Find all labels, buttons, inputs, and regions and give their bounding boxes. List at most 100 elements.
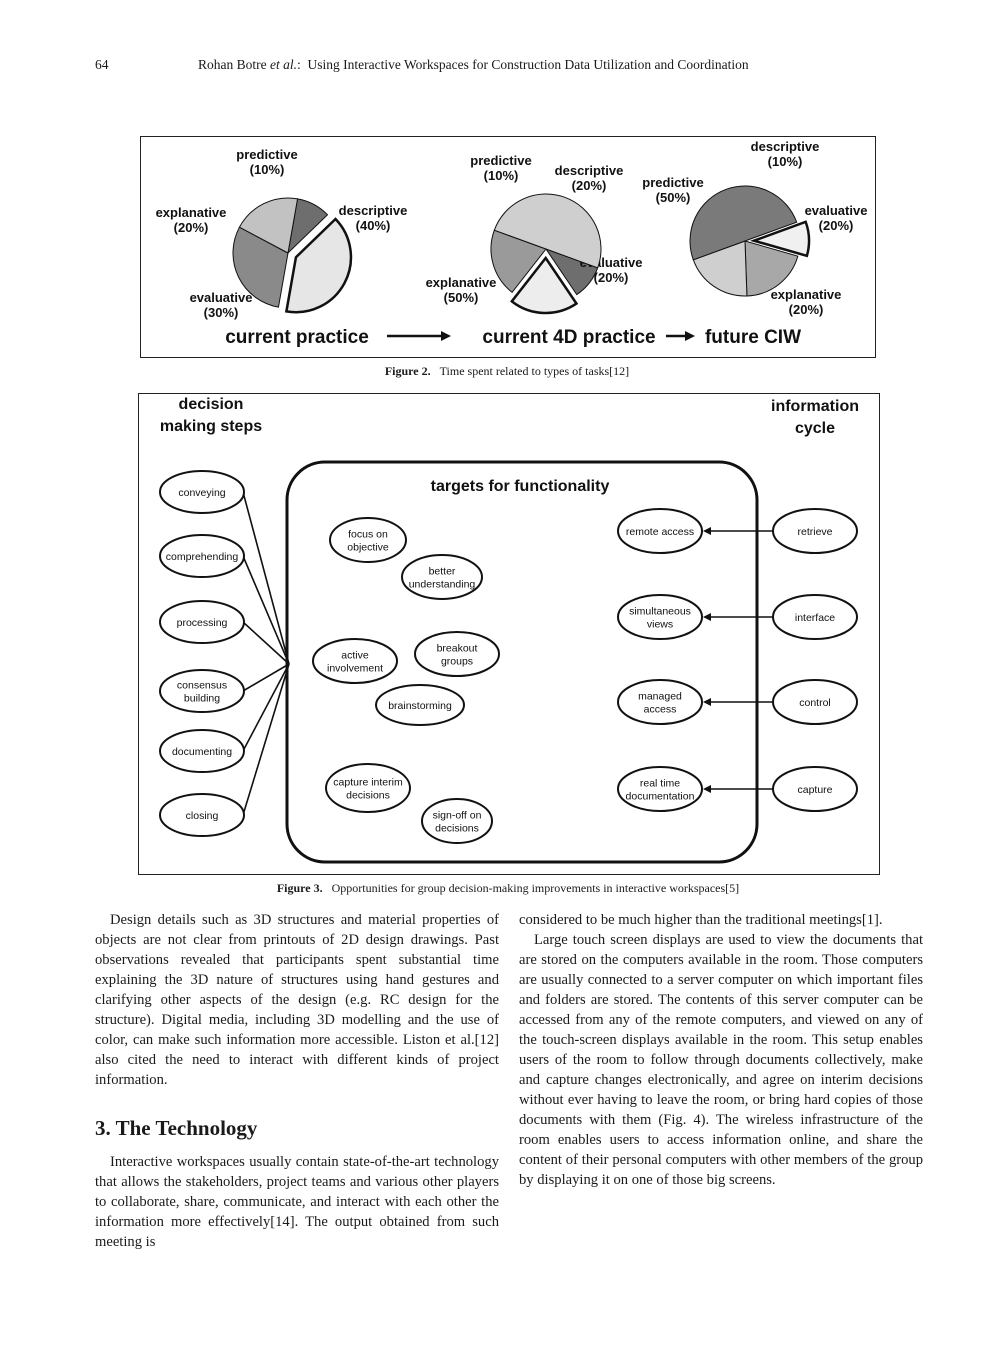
stage-label: current practice: [225, 327, 369, 348]
target-label: groups: [441, 656, 473, 668]
pie-slice-category-label: evaluative: [805, 203, 868, 218]
pie-slice-value-label: (20%): [594, 270, 629, 285]
decision-step-label: consensus: [177, 680, 227, 692]
target-node: brainstorming: [375, 684, 465, 726]
pie-slice-value-label: (50%): [656, 190, 691, 205]
authors-etal: et al.: [270, 57, 297, 72]
arrow-head: [441, 331, 451, 341]
decision-step-node: processing: [159, 600, 290, 665]
section-heading: 3. The Technology: [95, 1116, 258, 1140]
info-cycle-oval: [772, 766, 858, 812]
target-oval: [312, 638, 398, 684]
pie-slice-value-label: (10%): [250, 162, 285, 177]
decision-step-oval: [159, 534, 245, 578]
info-target-label: remote access: [626, 526, 694, 538]
pie-slice-category-label: descriptive: [339, 203, 408, 218]
info-target-label: real time: [640, 778, 680, 790]
arrow-head: [703, 785, 711, 793]
connector-line: [242, 663, 290, 692]
diagram-left-heading: decision: [179, 396, 244, 413]
pie-slice-category-label: explanative: [771, 287, 842, 302]
paragraph: Large touch screen displays are used to …: [519, 932, 923, 1188]
info-target-label: access: [644, 704, 677, 716]
pie-slice-category-label: predictive: [236, 147, 297, 162]
decision-step-node: conveying: [159, 470, 290, 665]
figure-3-caption: Figure 3. Opportunities for group decisi…: [138, 881, 878, 896]
target-oval: [414, 631, 500, 677]
paragraph: Interactive workspaces usually contain s…: [95, 1154, 499, 1250]
decision-step-oval: [159, 729, 245, 773]
paragraph: Design details such as 3D structures and…: [95, 912, 499, 1088]
target-label: involvement: [327, 663, 383, 675]
target-label: better: [429, 566, 456, 578]
info-target-label: documentation: [626, 791, 695, 803]
pie-slice-value-label: (10%): [768, 154, 803, 169]
info-target-label: managed: [638, 691, 682, 703]
pie-slice-explanative: [238, 197, 299, 254]
info-cycle-oval: [772, 594, 858, 640]
target-oval: [325, 763, 411, 813]
pie-slice-descriptive: [284, 217, 353, 314]
figure-3-label: Figure 3.: [276, 881, 323, 895]
info-cycle-label: control: [799, 697, 831, 709]
pie-slice-category-label: predictive: [642, 175, 703, 190]
connector-line: [242, 621, 290, 665]
target-label: brainstorming: [388, 700, 452, 712]
pie-chart: descriptive(10%)evaluative(20%)explanati…: [642, 139, 867, 317]
diagram-left-heading: making steps: [160, 418, 262, 435]
connector-line: [242, 663, 290, 752]
target-oval: [421, 798, 493, 844]
decision-step-node: closing: [159, 663, 290, 837]
targets-heading: targets for functionality: [431, 478, 610, 495]
target-label: capture interim: [333, 777, 403, 789]
info-target-label: views: [647, 619, 673, 631]
pie-slice-value-label: (50%): [444, 290, 479, 305]
arrow-head: [703, 527, 711, 535]
connector-line: [242, 491, 290, 665]
pie-slice-value-label: (10%): [484, 168, 519, 183]
decision-step-label: building: [184, 693, 220, 705]
authors: Rohan Botre: [198, 57, 270, 72]
figure-2-pie-charts: predictive(10%)descriptive(40%)evaluativ…: [156, 139, 868, 348]
paragraph: considered to be much higher than the tr…: [519, 912, 883, 928]
decision-step-oval: [159, 470, 245, 514]
info-cycle-node: interface: [703, 594, 858, 640]
paper-title: Using Interactive Workspaces for Constru…: [307, 57, 749, 72]
stage-label: current 4D practice: [482, 327, 655, 348]
info-target-label: simultaneous: [629, 606, 691, 618]
decision-step-oval: [159, 669, 245, 713]
info-cycle-oval: [772, 679, 858, 725]
decision-step-label: closing: [186, 810, 219, 822]
target-oval: [329, 517, 407, 563]
diagram-right-heading: cycle: [795, 420, 835, 437]
pie-slice-category-label: explanative: [156, 205, 227, 220]
info-target-node: remote access: [617, 508, 703, 554]
target-label: breakout: [437, 643, 478, 655]
target-label: sign-off on: [433, 810, 482, 822]
pie-slice-explanative: [493, 193, 602, 269]
pie-slice-value-label: (20%): [819, 218, 854, 233]
figure-2-caption-text: Time spent related to types of tasks[12]: [439, 364, 630, 378]
decision-step-label: conveying: [178, 487, 225, 499]
pie-slice-value-label: (40%): [356, 218, 391, 233]
decision-step-oval: [159, 600, 245, 644]
pie-chart: predictive(10%)descriptive(40%)evaluativ…: [156, 147, 408, 320]
figure-2-label: Figure 2.: [384, 364, 431, 378]
pie-slice-value-label: (30%): [204, 305, 239, 320]
figure-2: predictive(10%)descriptive(40%)evaluativ…: [140, 136, 876, 358]
pie-slice-category-label: descriptive: [555, 163, 624, 178]
arrow-head: [703, 698, 711, 706]
right-column: considered to be much higher than the tr…: [519, 910, 923, 1190]
decision-step-label: documenting: [172, 746, 232, 758]
decision-step-oval: [159, 793, 245, 837]
running-title: Rohan Botre et al.: Using Interactive Wo…: [198, 57, 749, 73]
pie-slice-descriptive: [510, 255, 579, 315]
pie-slice-category-label: predictive: [470, 153, 531, 168]
